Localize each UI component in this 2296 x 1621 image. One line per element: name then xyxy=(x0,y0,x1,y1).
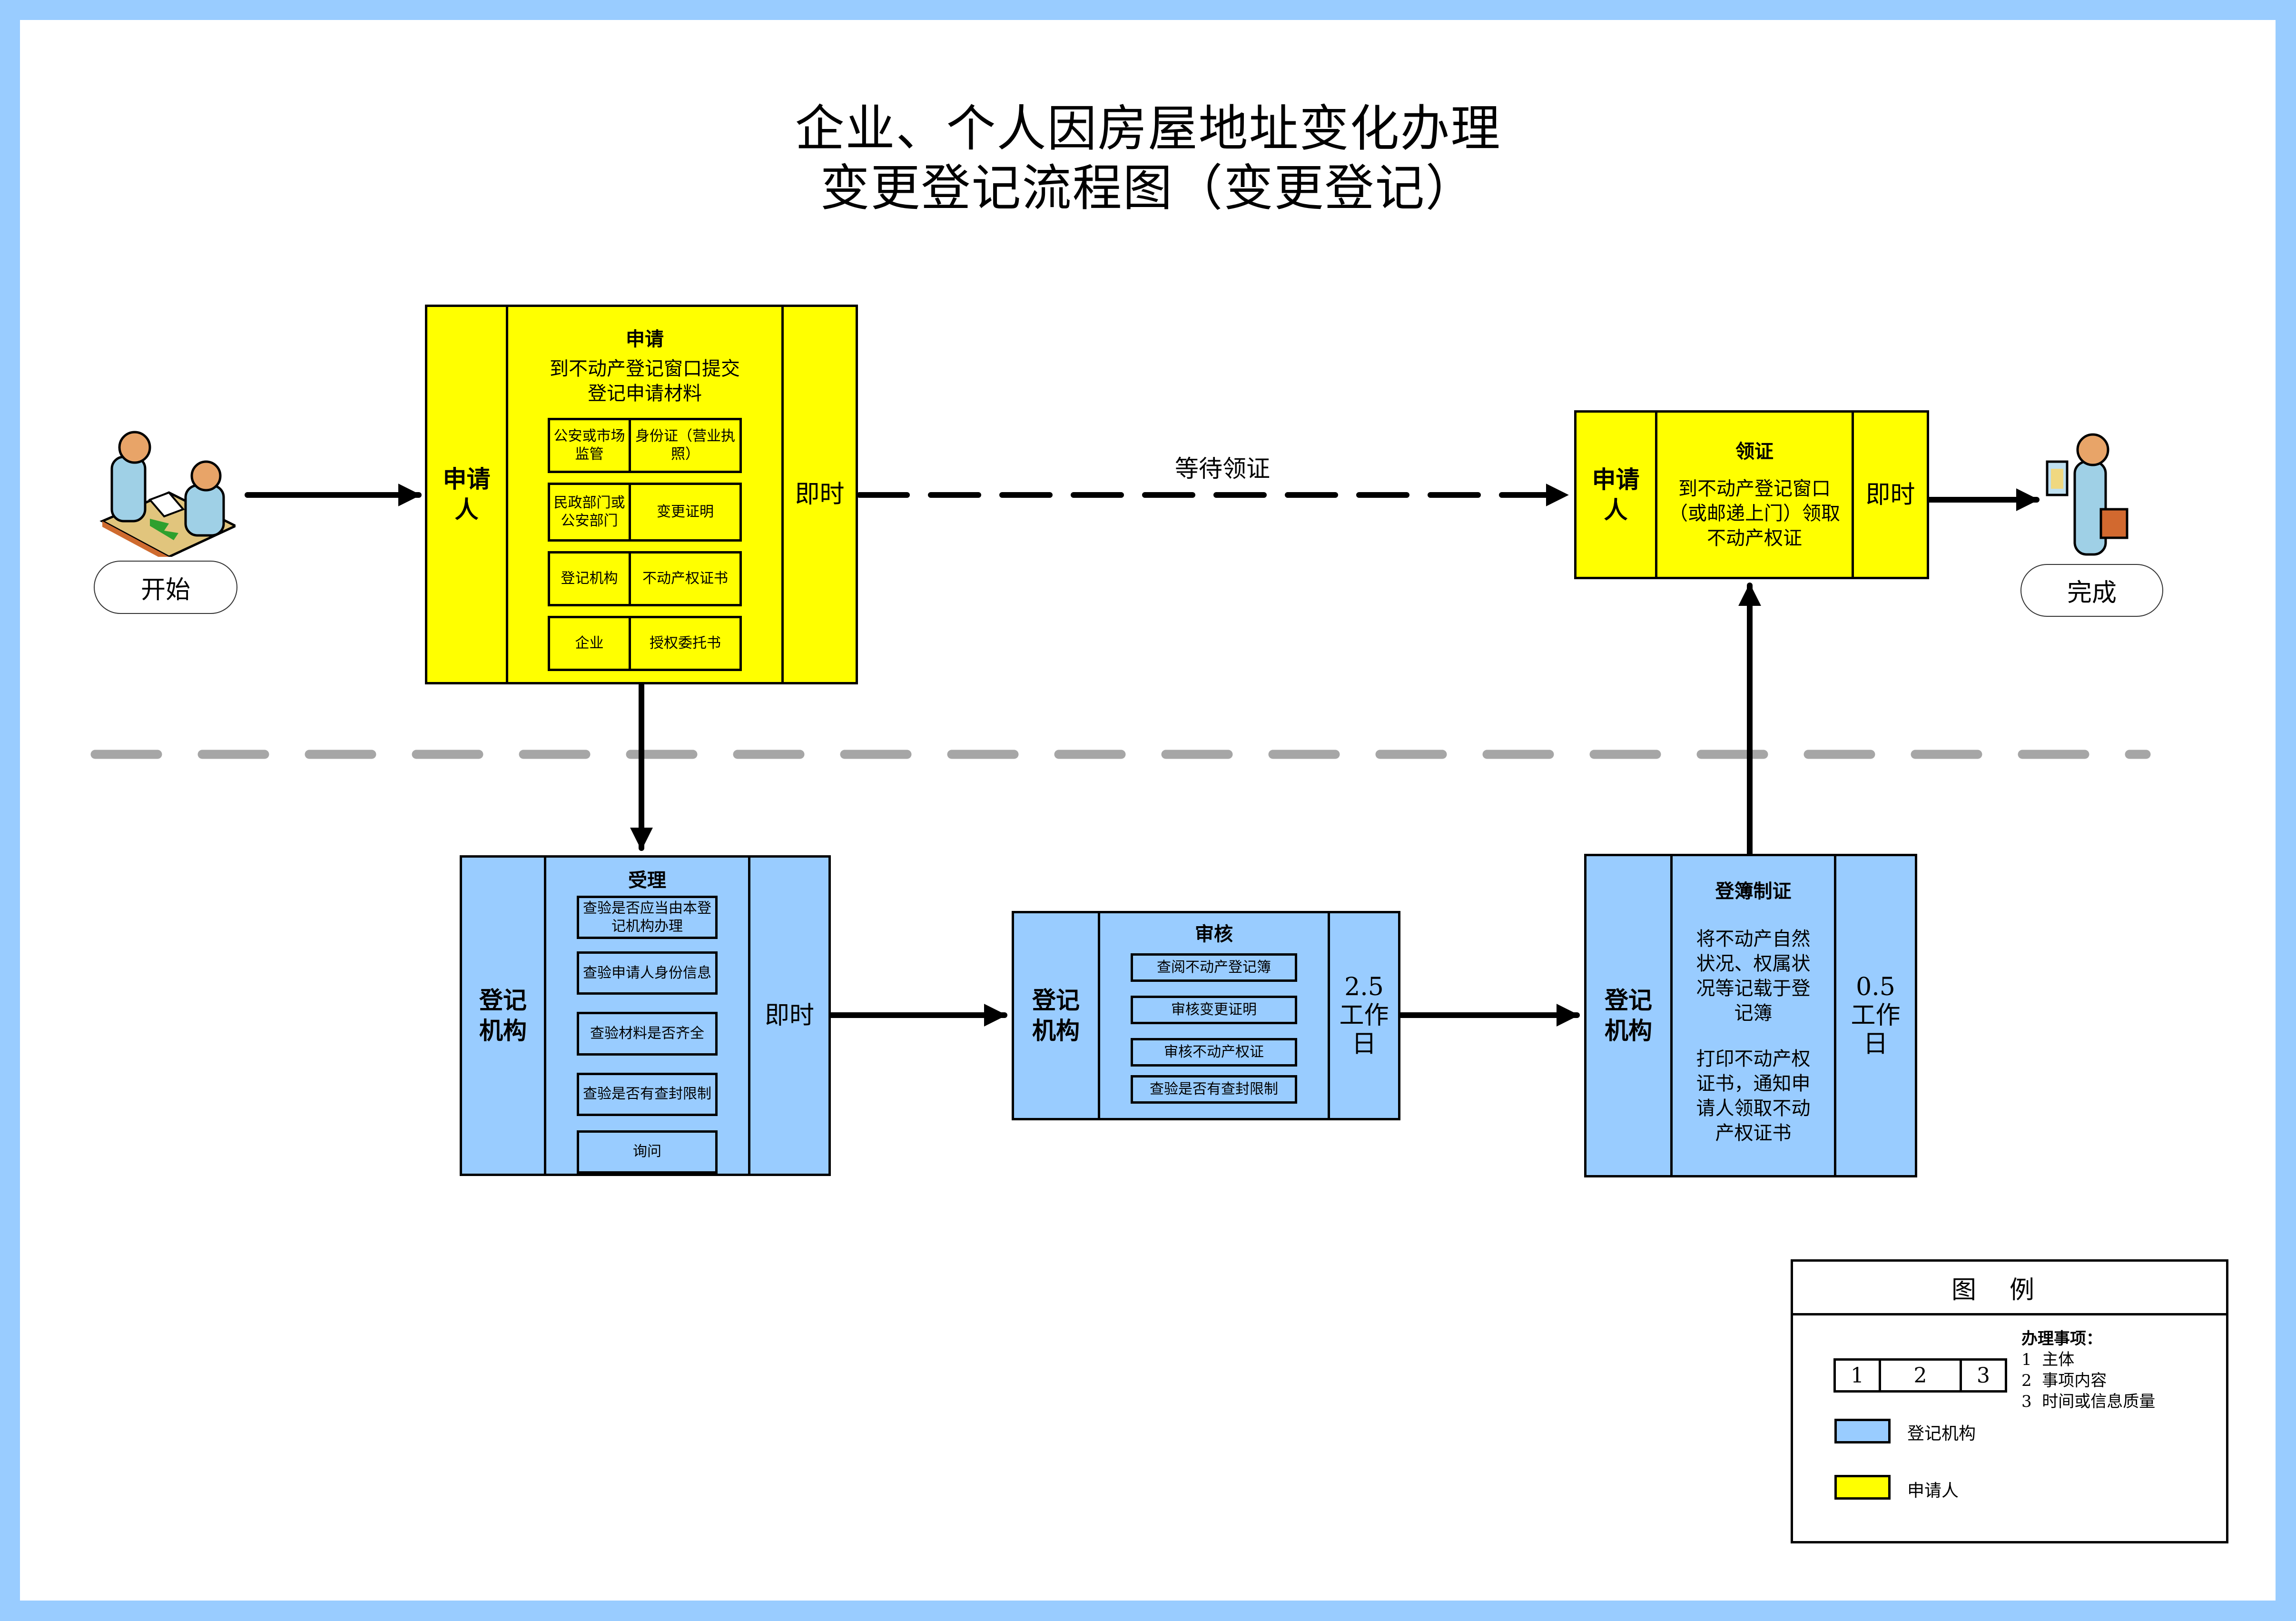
record-content: 登簿制证 将不动产自然状况、权属状况等记载于登记簿 打印不动产权证书，通知申请人… xyxy=(1670,856,1834,1175)
collect-content: 领证 到不动产登记窗口（或邮递上门）领取不动产权证 xyxy=(1655,413,1852,577)
apply-time: 即时 xyxy=(781,307,856,682)
accept-title: 受理 xyxy=(628,870,666,891)
material-row: 民政部门或公安部门 变更证明 xyxy=(548,483,742,542)
collect-description: 到不动产登记窗口（或邮递上门）领取不动产权证 xyxy=(1669,477,1840,549)
step-review: 登记机构 审核 查阅不动产登记簿 审核变更证明 审核不动产权证 查验是否有查封限… xyxy=(1012,911,1400,1120)
title-line-2: 变更登记流程图（变更登记） xyxy=(820,159,1476,217)
record-actor: 登记机构 xyxy=(1587,856,1670,1175)
material-row: 企业 授权委托书 xyxy=(548,616,742,671)
review-item: 查阅不动产登记簿 xyxy=(1131,953,1297,982)
collect-time: 即时 xyxy=(1852,413,1927,577)
apply-content: 申请 到不动产登记窗口提交登记申请材料 公安或市场监管 身份证（营业执照） 民政… xyxy=(506,307,781,682)
accept-item: 询问 xyxy=(577,1130,718,1174)
step-collect: 申请人 领证 到不动产登记窗口（或邮递上门）领取不动产权证 即时 xyxy=(1574,410,1929,579)
material-row: 公安或市场监管 身份证（营业执照） xyxy=(548,418,742,473)
legend-key-line: 2 事项内容 xyxy=(2021,1371,2107,1390)
collect-actor: 申请人 xyxy=(1577,413,1655,577)
review-item: 查验是否有查封限制 xyxy=(1131,1075,1297,1104)
review-actor: 登记机构 xyxy=(1014,913,1098,1118)
person-with-certificate-and-briefcase-icon xyxy=(2041,433,2137,559)
legend: 图例 1 2 3 办理事项： 1 主体 2 事项内容 3 时间或信息质量 登记机… xyxy=(1791,1259,2228,1543)
people-at-desk-handing-document-icon xyxy=(98,428,238,563)
finish-label: 完成 xyxy=(2067,579,2117,607)
material-source: 企业 xyxy=(550,618,631,669)
review-time: 2.5工作日 xyxy=(1328,913,1398,1118)
collect-actor-label: 申请人 xyxy=(1592,465,1640,524)
record-title: 登簿制证 xyxy=(1715,880,1792,902)
start-terminator: 开始 xyxy=(94,561,237,614)
material-source: 民政部门或公安部门 xyxy=(550,485,631,539)
legend-cell: 3 xyxy=(1977,1363,1990,1388)
accept-item: 查验材料是否齐全 xyxy=(577,1012,718,1056)
material-doc: 授权委托书 xyxy=(650,635,721,652)
material-doc: 身份证（营业执照） xyxy=(635,428,735,463)
accept-item: 查验是否应当由本登记机构办理 xyxy=(577,896,718,939)
review-time-label: 2.5工作日 xyxy=(1339,973,1389,1058)
accept-item: 查验申请人身份信息 xyxy=(577,951,718,995)
material-doc: 不动产权证书 xyxy=(642,570,728,587)
legend-cell: 1 xyxy=(1836,1361,1881,1390)
step-record: 登记机构 登簿制证 将不动产自然状况、权属状况等记载于登记簿 打印不动产权证书，… xyxy=(1584,854,1917,1177)
apply-title: 申请 xyxy=(626,328,664,350)
material-source: 登记机构 xyxy=(550,554,631,604)
record-actor-label: 登记机构 xyxy=(1605,987,1652,1045)
legend-key-line: 1 主体 xyxy=(2021,1350,2075,1369)
record-description-1: 将不动产自然状况、权属状况等记载于登记簿 xyxy=(1696,928,1811,1024)
record-description-2: 打印不动产权证书，通知申请人领取不动产权证书 xyxy=(1696,1048,1811,1144)
legend-swatch-label: 申请人 xyxy=(1907,1481,1959,1501)
step-apply: 申请人 申请 到不动产登记窗口提交登记申请材料 公安或市场监管 身份证（营业执照… xyxy=(425,305,858,684)
review-actor-label: 登记机构 xyxy=(1032,987,1080,1045)
apply-materials-list: 公安或市场监管 身份证（营业执照） 民政部门或公安部门 变更证明 登记机构 不动… xyxy=(548,408,742,671)
apply-actor-label: 申请人 xyxy=(443,465,491,524)
step-accept: 登记机构 受理 查验是否应当由本登记机构办理 查验申请人身份信息 查验材料是否齐… xyxy=(460,855,831,1176)
apply-actor: 申请人 xyxy=(427,307,506,682)
accept-item: 查验是否有查封限制 xyxy=(577,1072,718,1116)
accept-actor: 登记机构 xyxy=(462,858,544,1174)
start-label: 开始 xyxy=(140,575,190,604)
apply-description: 到不动产登记窗口提交登记申请材料 xyxy=(550,358,740,405)
legend-structure-sample: 1 2 3 xyxy=(1833,1358,2007,1393)
legend-swatch-applicant xyxy=(1834,1475,1891,1500)
legend-key-heading: 办理事项： xyxy=(2021,1329,2102,1348)
review-item: 审核不动产权证 xyxy=(1131,1038,1297,1067)
connector-label-waiting: 等待领证 xyxy=(1175,455,1270,483)
legend-swatch-registry xyxy=(1834,1419,1891,1443)
title-line-1: 企业、个人因房屋地址变化办理 xyxy=(795,99,1501,158)
review-title: 审核 xyxy=(1195,923,1233,945)
record-time: 0.5工作日 xyxy=(1834,856,1915,1175)
material-row: 登记机构 不动产权证书 xyxy=(548,551,742,606)
legend-cell: 2 xyxy=(1881,1361,1962,1390)
review-content: 审核 查阅不动产登记簿 审核变更证明 审核不动产权证 查验是否有查封限制 xyxy=(1098,913,1328,1118)
review-item: 审核变更证明 xyxy=(1131,996,1297,1024)
accept-content: 受理 查验是否应当由本登记机构办理 查验申请人身份信息 查验材料是否齐全 查验是… xyxy=(544,858,748,1174)
record-time-label: 0.5工作日 xyxy=(1851,973,1901,1058)
legend-key: 办理事项： 1 主体 2 事项内容 3 时间或信息质量 xyxy=(2021,1328,2155,1412)
finish-terminator: 完成 xyxy=(2020,564,2163,617)
legend-swatch-label: 登记机构 xyxy=(1907,1424,1976,1443)
accept-actor-label: 登记机构 xyxy=(479,987,527,1045)
legend-title: 图例 xyxy=(1793,1262,2226,1315)
legend-key-line: 3 时间或信息质量 xyxy=(2021,1392,2156,1411)
material-source: 公安或市场监管 xyxy=(550,420,631,471)
collect-title: 领证 xyxy=(1735,440,1774,463)
material-doc: 变更证明 xyxy=(657,504,714,520)
accept-time: 即时 xyxy=(748,858,828,1174)
